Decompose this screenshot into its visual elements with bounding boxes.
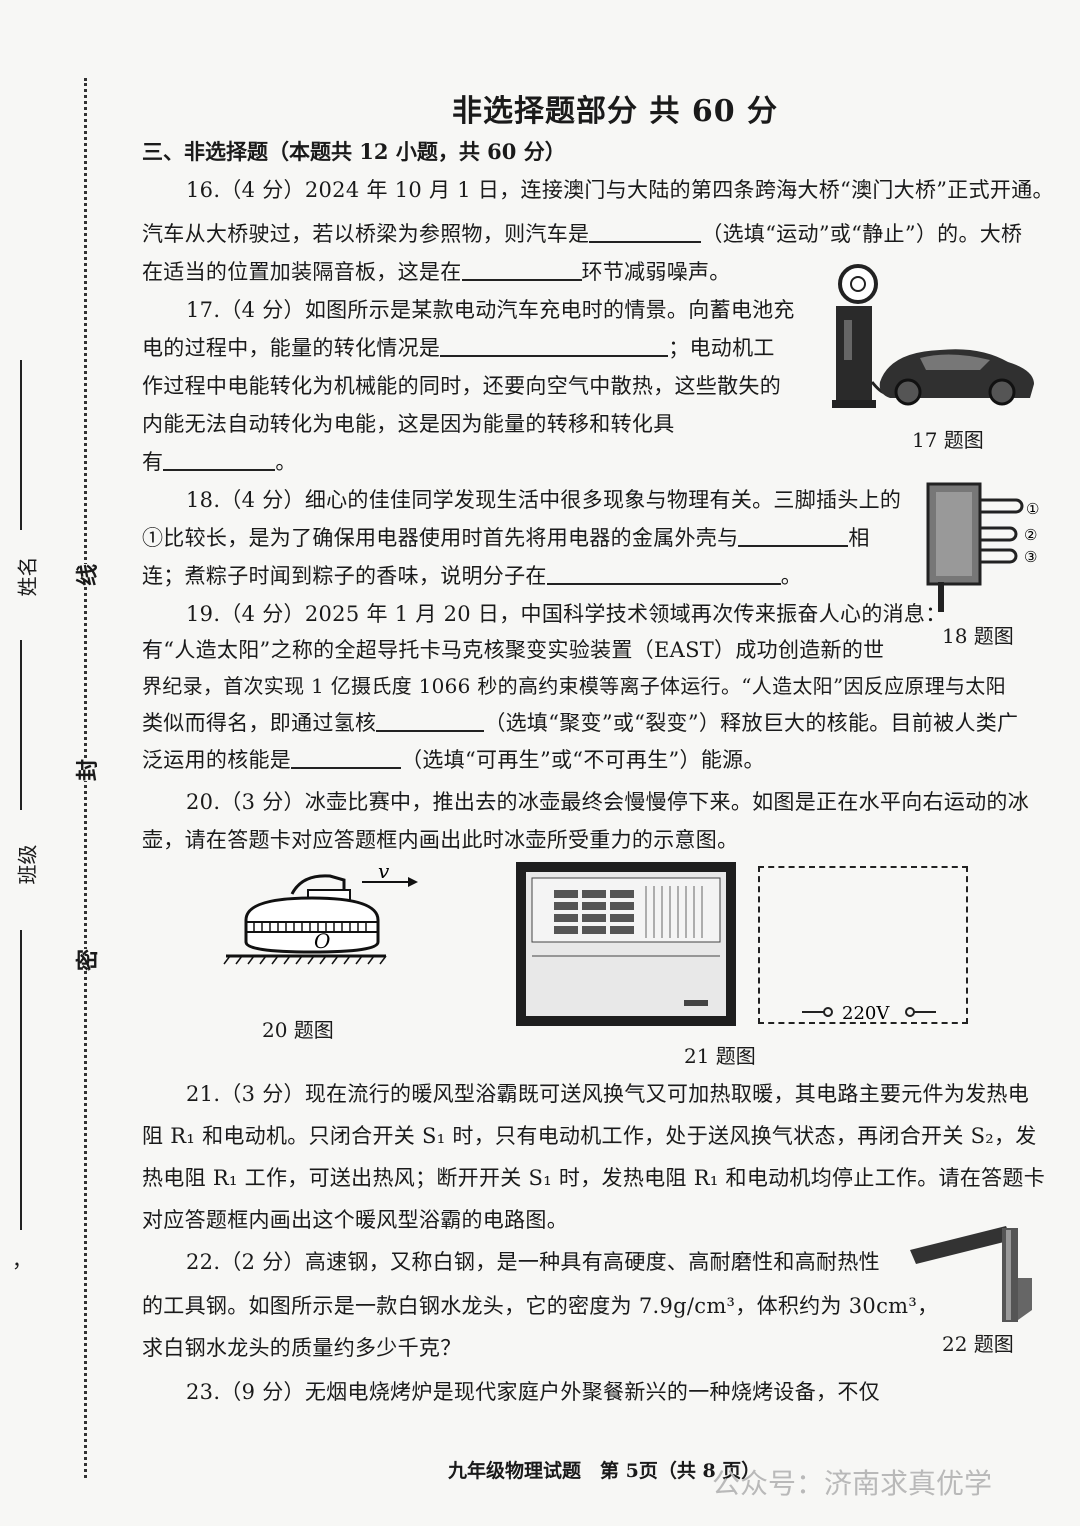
q20-line1: 20.（3 分）冰壶比赛中，推出去的冰壶最终会慢慢停下来。如图是正在水平向右运动… xyxy=(186,790,1030,814)
velocity-label: v xyxy=(378,859,390,883)
answer-blank xyxy=(589,223,702,243)
seal-char-feng: 封 xyxy=(66,758,107,782)
q16-line2: 汽车从大桥驶过，若以桥梁为参照物，则汽车是 （选填“运动”或“静止”）的。大桥 xyxy=(142,218,1022,248)
q23-line1: 23.（9 分）无烟电烧烤炉是现代家庭户外聚餐新兴的一种烧烤设备，不仅 xyxy=(186,1380,880,1404)
faucet-figure xyxy=(910,1226,1032,1322)
q16-text: 汽车从大桥驶过，若以桥梁为参照物，则汽车是 xyxy=(142,222,590,246)
q20-figure-caption: 20 题图 xyxy=(262,1018,334,1042)
q22-figure-caption: 22 题图 xyxy=(942,1332,1014,1356)
q18-text: 连；煮粽子时闻到粽子的香味，说明分子在 xyxy=(142,564,547,588)
class-label: 班级 xyxy=(15,844,40,885)
q18-text: ①比较长，是为了确保用电器使用时首先将用电器的金属外壳与 xyxy=(142,526,739,550)
q19-text: （选填“可再生”或“不可再生”）能源。 xyxy=(401,748,765,772)
q21-line4: 对应答题框内画出这个暖风型浴霸的电路图。 xyxy=(142,1208,568,1232)
answer-blank xyxy=(163,451,276,471)
q18-line1: 18.（4 分）细心的佳佳同学发现生活中很多现象与物理有关。三脚插头上的 xyxy=(186,488,902,512)
center-label: O xyxy=(314,929,330,953)
q16-line1: 16.（4 分）2024 年 10 月 1 日，连接澳门与大陆的第四条跨海大桥“… xyxy=(186,178,1054,202)
q19-line1: 19.（4 分）2025 年 1 月 20 日，中国科学技术领域再次传来振奋人心… xyxy=(186,602,947,626)
bath-heater-figure xyxy=(516,862,736,1026)
q21-line1: 21.（3 分）现在流行的暖风型浴霸既可送风换气又可加热取暖，其电路主要元件为发… xyxy=(186,1082,1030,1106)
q16-text: 环节减弱噪声。 xyxy=(581,260,731,284)
q19-line5: 泛运用的核能是 （选填“可再生”或“不可再生”）能源。 xyxy=(142,744,765,774)
ev-charging-figure xyxy=(832,264,1034,408)
q19-text: 泛运用的核能是 xyxy=(142,748,292,772)
pin-label-2: ② xyxy=(1024,526,1037,544)
q19-text: （选填“聚变”或“裂变”）释放巨大的核能。目前被人类广 xyxy=(484,711,1019,735)
q17-line2: 电的过程中，能量的转化情况是 ；电动机工 xyxy=(142,332,775,362)
margin-mark: ， xyxy=(12,1248,32,1272)
q21-answer-box[interactable]: 220V xyxy=(758,866,968,1024)
answer-blank xyxy=(461,261,582,281)
watermark: 公众号：济南求真优学 xyxy=(712,1467,993,1500)
q18-figure-caption: 18 题图 xyxy=(942,624,1014,648)
pin-label-3: ③ xyxy=(1024,548,1037,566)
q16-line3: 在适当的位置加装隔音板，这是在 环节减弱噪声。 xyxy=(142,256,731,286)
q17-line1: 17.（4 分）如图所示是某款电动汽车充电时的情景。向蓄电池充 xyxy=(186,298,795,322)
pin-label-1: ① xyxy=(1026,500,1039,518)
q19-text: 类似而得名，即通过氢核 xyxy=(142,711,377,735)
q17-text: 电的过程中，能量的转化情况是 xyxy=(142,336,441,360)
q18-text: 。 xyxy=(780,564,803,588)
q17-text: 。 xyxy=(275,450,297,474)
q19-line4: 类似而得名，即通过氢核 （选填“聚变”或“裂变”）释放巨大的核能。目前被人类广 xyxy=(142,707,1018,737)
answer-blank xyxy=(291,749,402,769)
name-label: 姓名 xyxy=(15,556,40,597)
q19-line3: 界纪录，首次实现 1 亿摄氏度 1066 秒的高约束模等离子体运行。“人造太阳”… xyxy=(142,674,1006,698)
class-write-line xyxy=(20,930,22,1230)
seal-char-xian: 线 xyxy=(66,563,107,587)
q22-line1: 22.（2 分）高速钢，又称白钢，是一种具有高硬度、高耐磨性和高耐热性 xyxy=(186,1250,880,1274)
q18-line2: ①比较长，是为了确保用电器使用时首先将用电器的金属外壳与 相 xyxy=(142,522,870,552)
answer-blank xyxy=(546,565,781,585)
q16-text: （选填“运动”或“静止”）的。大桥 xyxy=(701,222,1023,246)
q22-line2: 的工具钢。如图所示是一款白钢水龙头，它的密度为 7.9g/cm³，体积约为 30… xyxy=(142,1294,939,1318)
q17-line5: 有。 xyxy=(142,446,297,476)
q22-line3: 求白钢水龙头的质量约多少千克？ xyxy=(142,1336,462,1360)
q17-text: 有 xyxy=(142,450,164,474)
three-pin-plug-figure: ① ② ③ xyxy=(926,482,1039,612)
power-terminal: 220V xyxy=(802,1003,936,1024)
q18-line3: 连；煮粽子时闻到粽子的香味，说明分子在 。 xyxy=(142,560,802,590)
answer-blank xyxy=(376,712,485,732)
voltage-label: 220V xyxy=(842,1003,890,1024)
q17-line3: 作过程中电能转化为机械能的同时，还要向空气中散热，这些散失的 xyxy=(142,374,781,398)
q17-text: ；电动机工 xyxy=(668,336,775,360)
q17-figure-caption: 17 题图 xyxy=(912,428,984,452)
q21-line2: 阻 R₁ 和电动机。只闭合开关 S₁ 时，只有电动机工作，处于送风换气状态，再闭… xyxy=(142,1124,1037,1148)
page-title: 非选择题部分 共 60 分 xyxy=(451,94,779,129)
answer-blank xyxy=(738,527,849,547)
q16-text: 在适当的位置加装隔音板，这是在 xyxy=(142,260,462,284)
q21-figure-caption: 21 题图 xyxy=(684,1044,756,1068)
blank-write-line xyxy=(20,640,22,810)
name-write-line xyxy=(20,360,22,530)
answer-blank xyxy=(440,337,669,357)
q20-line2: 壶，请在答题卡对应答题框内画出此时冰壶所受重力的示意图。 xyxy=(142,828,739,852)
page-footer: 九年级物理试题 第 5页（共 8 页） xyxy=(448,1460,761,1482)
q18-text: 相 xyxy=(848,526,870,550)
curling-stone-figure: v O xyxy=(223,859,418,965)
q19-line2: 有“人造太阳”之称的全超导托卡马克核聚变实验装置（EAST）成功创造新的世 xyxy=(142,638,885,662)
q21-line3: 热电阻 R₁ 工作，可送出热风；断开开关 S₁ 时，发热电阻 R₁ 和电动机均停… xyxy=(142,1166,1046,1190)
seal-char-mi: 密 xyxy=(66,948,107,972)
section-heading: 三、非选择题（本题共 12 小题，共 60 分） xyxy=(142,139,566,164)
q17-line4: 内能无法自动转化为电能，这是因为能量的转移和转化具 xyxy=(142,412,675,436)
